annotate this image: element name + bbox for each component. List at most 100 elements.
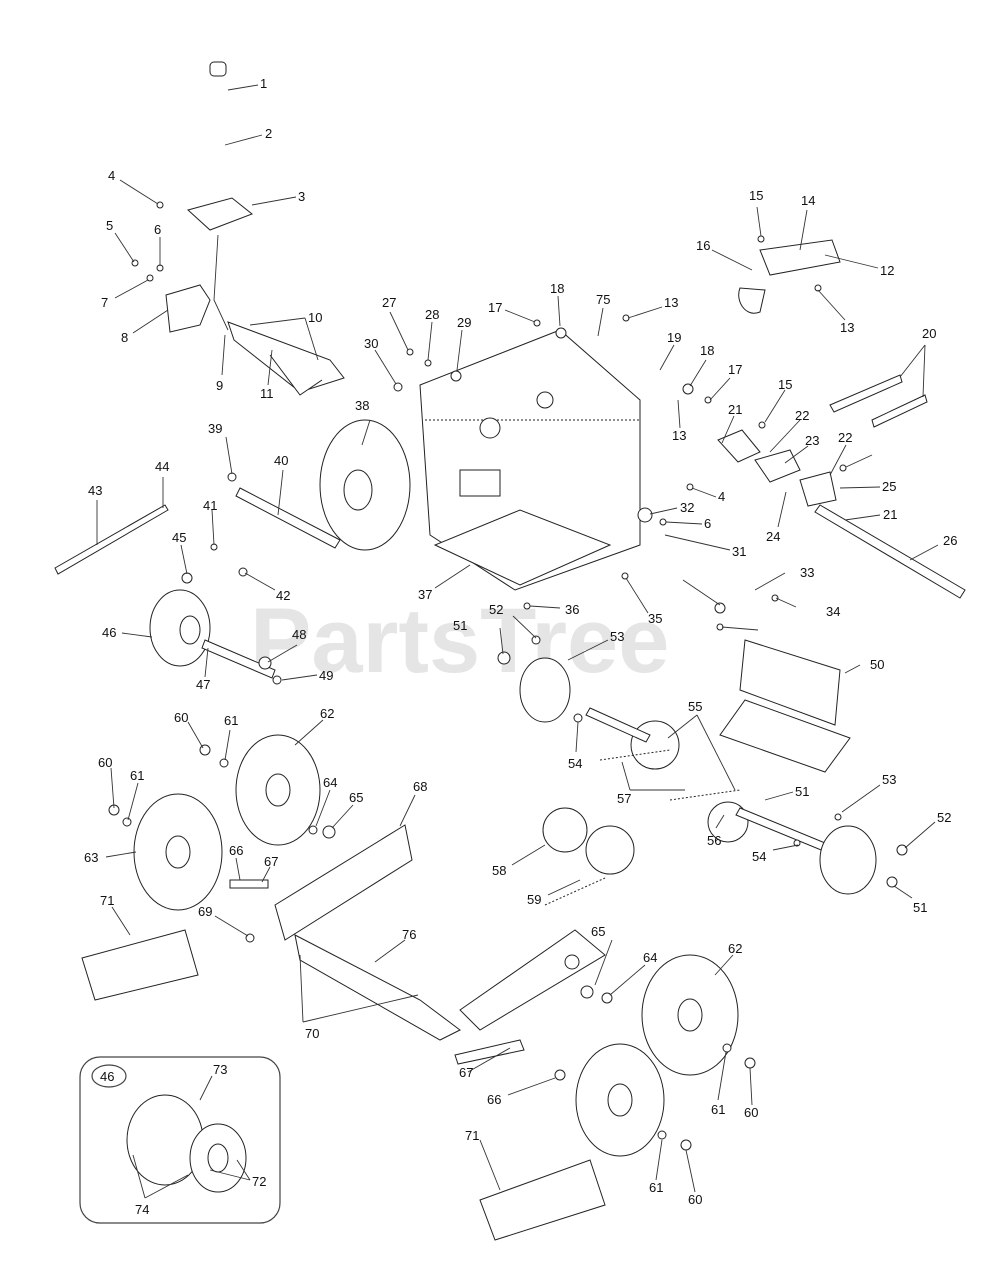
callout-76: 76 [402,927,416,942]
callout-4: 4 [108,168,115,183]
callout-17: 17 [488,300,502,315]
callout-30: 30 [364,336,378,351]
callout-46: 46 [102,625,116,640]
callout-75: 75 [596,292,610,307]
callout-28: 28 [425,307,439,322]
callout-22: 22 [795,408,809,423]
callout-63: 63 [84,850,98,865]
callout-61-b: 61 [130,768,144,783]
inset-ref-label: 46 [100,1069,114,1084]
callout-11: 11 [260,386,274,401]
callout-9: 9 [216,378,223,393]
callout-41: 41 [203,498,217,513]
callout-35: 35 [648,611,662,626]
callout-51-c: 51 [913,900,927,915]
callout-68: 68 [413,779,427,794]
callout-47: 47 [196,677,210,692]
callout-57: 57 [617,791,631,806]
callout-21: 21 [728,402,742,417]
callout-71-b: 71 [465,1128,479,1143]
callout-12: 12 [880,263,894,278]
callout-21-b: 21 [883,507,897,522]
callout-75-region-65: 65 [591,924,605,939]
callout-48: 48 [292,627,306,642]
callout-29: 29 [457,315,471,330]
callout-20: 20 [922,326,936,341]
callout-10: 10 [308,310,322,325]
callout-1: 1 [260,76,267,91]
callout-25: 25 [882,479,896,494]
callout-22-b: 22 [838,430,852,445]
callout-18-b: 18 [700,343,714,358]
callout-69: 69 [198,904,212,919]
callout-38: 38 [355,398,369,413]
callout-49: 49 [319,668,333,683]
callout-61: 61 [224,713,238,728]
callout-27: 27 [382,295,396,310]
callout-31: 31 [732,544,746,559]
callout-36: 36 [565,602,579,617]
callout-61-d: 61 [649,1180,663,1195]
callout-52-b: 52 [937,810,951,825]
callout-labels: 1 2 3 4 5 6 7 8 9 10 11 12 13 14 15 16 1… [84,76,957,1207]
callout-7: 7 [101,295,108,310]
inset-callout-74: 74 [135,1202,149,1217]
callout-13-b: 13 [840,320,854,335]
callout-13: 13 [664,295,678,310]
callout-60-d: 60 [688,1192,702,1207]
callout-17-b: 17 [728,362,742,377]
callout-52: 52 [489,602,503,617]
callout-23: 23 [805,433,819,448]
inset-callout-73: 73 [213,1062,227,1077]
callout-26: 26 [943,533,957,548]
part-drawings [54,61,966,1241]
callout-54: 54 [568,756,582,771]
callout-66: 66 [229,843,243,858]
callout-67: 67 [264,854,278,869]
callout-51: 51 [453,618,467,633]
leader-lines [96,84,939,1193]
callout-53-b: 53 [882,772,896,787]
callout-15-b: 15 [778,377,792,392]
callout-59: 59 [527,892,541,907]
callout-6-b: 6 [704,516,711,531]
callout-3: 3 [298,189,305,204]
callout-62-b: 62 [728,941,742,956]
callout-70: 70 [305,1026,319,1041]
callout-66-b: 66 [487,1092,501,1107]
callout-5: 5 [106,218,113,233]
callout-4-b: 4 [718,489,725,504]
inset-callout-72: 72 [252,1174,266,1189]
callout-62: 62 [320,706,334,721]
callout-34: 34 [826,604,840,619]
callout-16: 16 [696,238,710,253]
callout-58: 58 [492,863,506,878]
callout-50: 50 [870,657,884,672]
callout-37: 37 [418,587,432,602]
inset-detail: 46 73 72 74 [79,1056,281,1224]
callout-64: 64 [323,775,337,790]
callout-61-c: 61 [711,1102,725,1117]
callout-51-b: 51 [795,784,809,799]
callout-8: 8 [121,330,128,345]
callout-71: 71 [100,893,114,908]
callout-67-b: 67 [459,1065,473,1080]
callout-19: 19 [667,330,681,345]
callout-54-b: 54 [752,849,766,864]
callout-32: 32 [680,500,694,515]
callout-39: 39 [208,421,222,436]
callout-15: 15 [749,188,763,203]
callout-40: 40 [274,453,288,468]
callout-2: 2 [265,126,272,141]
callout-60: 60 [174,710,188,725]
callout-53: 53 [610,629,624,644]
callout-33: 33 [800,565,814,580]
callout-65: 65 [349,790,363,805]
callout-60-c: 60 [744,1105,758,1120]
callout-43: 43 [88,483,102,498]
watermark: PartsTree [250,590,669,692]
callout-42: 42 [276,588,290,603]
callout-45: 45 [172,530,186,545]
callout-14: 14 [801,193,815,208]
